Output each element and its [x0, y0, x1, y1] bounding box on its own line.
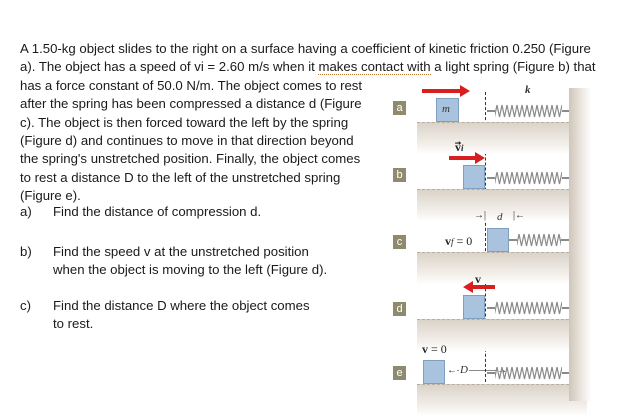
- block-mass: [463, 165, 485, 189]
- problem-statement: A 1.50-kg object slides to the right on …: [20, 40, 612, 206]
- floor-surface: [417, 384, 587, 416]
- block-mass: [436, 98, 459, 122]
- velocity-arrow-right: [422, 85, 470, 97]
- velocity-initial-label: ⃗vi: [455, 140, 464, 154]
- question-label: a): [20, 204, 32, 219]
- problem-line: after the spring has been compressed a d…: [20, 96, 362, 112]
- problem-line: the spring's unstretched position. Final…: [20, 151, 361, 167]
- question-text: Find the speed v at the unstretched posi…: [53, 244, 309, 259]
- floor-edge: [417, 319, 569, 320]
- wall: [569, 284, 591, 351]
- question-text: to rest.: [53, 316, 94, 331]
- spring-icon: [487, 366, 569, 380]
- velocity-zero-label: v = 0: [422, 342, 447, 356]
- question-text: Find the distance D where the object com…: [53, 298, 310, 313]
- wall: [569, 348, 591, 401]
- floor-surface: [417, 122, 587, 154]
- floor-surface: [417, 189, 587, 221]
- wall: [569, 153, 591, 221]
- block-mass: [487, 228, 509, 252]
- problem-line: to rest a distance D to the left of the …: [20, 169, 341, 185]
- grammar-underline: makes contact with: [318, 59, 431, 76]
- spring-icon: [487, 104, 569, 118]
- floor-surface: [417, 252, 587, 284]
- problem-line: (Figure e).: [20, 188, 81, 204]
- compression-distance-label: d: [497, 211, 503, 223]
- wall: [569, 88, 591, 154]
- unstretched-position-line: [485, 92, 486, 387]
- spring-icon: [487, 171, 569, 185]
- velocity-arrow-right: [449, 152, 485, 164]
- panel-badge-c: c: [393, 235, 406, 249]
- panel-badge-d: d: [393, 302, 406, 316]
- panel-badge-b: b: [393, 168, 406, 182]
- block-mass: [463, 295, 485, 319]
- block-mass: [423, 360, 445, 384]
- problem-line: (Figure d) and continues to move in that…: [20, 133, 354, 149]
- spring-constant-label: k: [525, 84, 531, 96]
- velocity-final-label: vf = 0: [445, 234, 473, 248]
- compressed-spring-icon: [509, 233, 569, 247]
- problem-line: c). The object is then forced toward the…: [20, 114, 349, 130]
- floor-edge: [417, 122, 569, 123]
- floor-edge: [417, 189, 569, 190]
- question-text: when the object is moving to the left (F…: [53, 262, 328, 277]
- spring-figure: a m k b ⃗vi →| |← d c vf = 0 v d v = 0 e…: [385, 80, 618, 416]
- compression-arrow-left: →|: [474, 210, 487, 221]
- floor-edge: [417, 252, 569, 253]
- mass-label: m: [442, 103, 450, 115]
- spring-icon: [487, 301, 569, 315]
- panel-badge-e: e: [393, 366, 406, 380]
- problem-line: has a force constant of 50.0 N/m. The ob…: [20, 77, 363, 93]
- panel-badge-a: a: [393, 101, 406, 115]
- velocity-label: v: [475, 272, 481, 286]
- question-label: b): [20, 244, 32, 259]
- floor-edge: [417, 384, 569, 385]
- compression-arrow-right: |←: [513, 210, 526, 221]
- problem-line: A 1.50-kg object slides to the right on …: [20, 41, 591, 56]
- wall: [569, 218, 591, 284]
- question-text: Find the distance of compression d.: [53, 204, 262, 219]
- rest-distance-label: D: [459, 364, 469, 376]
- question-label: c): [20, 298, 31, 313]
- velocity-arrow-left: [463, 281, 495, 293]
- floor-surface: [417, 319, 587, 351]
- distance-arrow: ←————→: [447, 365, 507, 376]
- problem-line: a). The object has a speed of vi = 2.60 …: [20, 59, 596, 76]
